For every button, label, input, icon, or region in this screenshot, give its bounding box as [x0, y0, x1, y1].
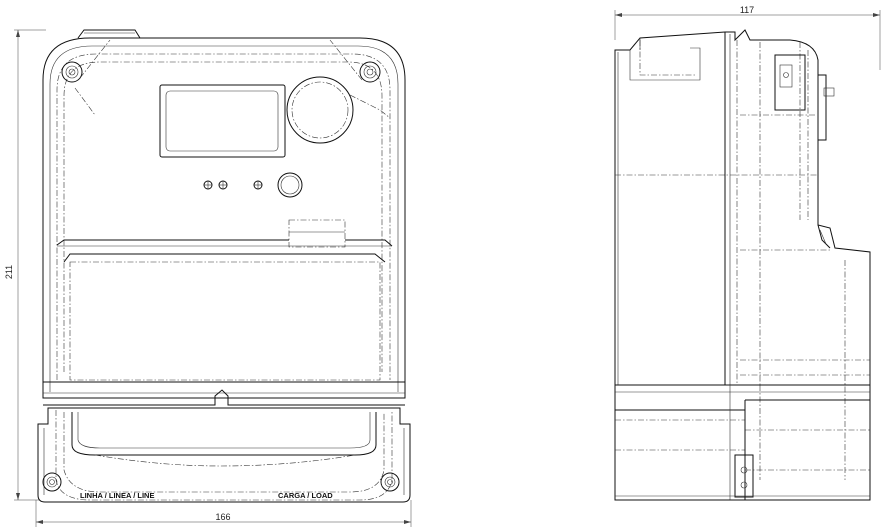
width-dimension-label: 166 — [215, 512, 230, 522]
optical-port — [286, 76, 391, 144]
side-terminal-screw — [734, 454, 754, 498]
load-terminal-label: CARGA / LOAD — [278, 491, 333, 500]
corner-screw-top-left — [61, 61, 83, 83]
push-button — [277, 172, 303, 198]
seal-tab — [288, 219, 346, 248]
depth-dimension-label: 117 — [740, 5, 754, 15]
width-dimension: 166 — [35, 500, 412, 527]
meter-cover-outline — [42, 37, 406, 399]
depth-dimension: 117 — [614, 5, 881, 70]
display-window — [159, 84, 286, 158]
led-indicator-1 — [203, 180, 213, 190]
height-dimension: 211 — [4, 29, 46, 501]
corner-screw-top-right — [359, 61, 381, 83]
led-indicator-2 — [218, 180, 228, 190]
terminal-base-outline — [37, 407, 411, 503]
bottom-screw-left — [42, 472, 62, 492]
bottom-screw-right — [380, 472, 400, 492]
line-terminal-label: LINHA / LINEA / LINE — [80, 491, 154, 500]
terminal-cover-window — [69, 261, 381, 381]
side-clip — [774, 54, 835, 141]
side-view: 117 — [614, 5, 881, 501]
front-view: 211 166 — [4, 29, 412, 527]
led-indicator-3 — [253, 180, 263, 190]
side-body-outline — [614, 29, 871, 501]
height-dimension-label: 211 — [4, 265, 14, 279]
